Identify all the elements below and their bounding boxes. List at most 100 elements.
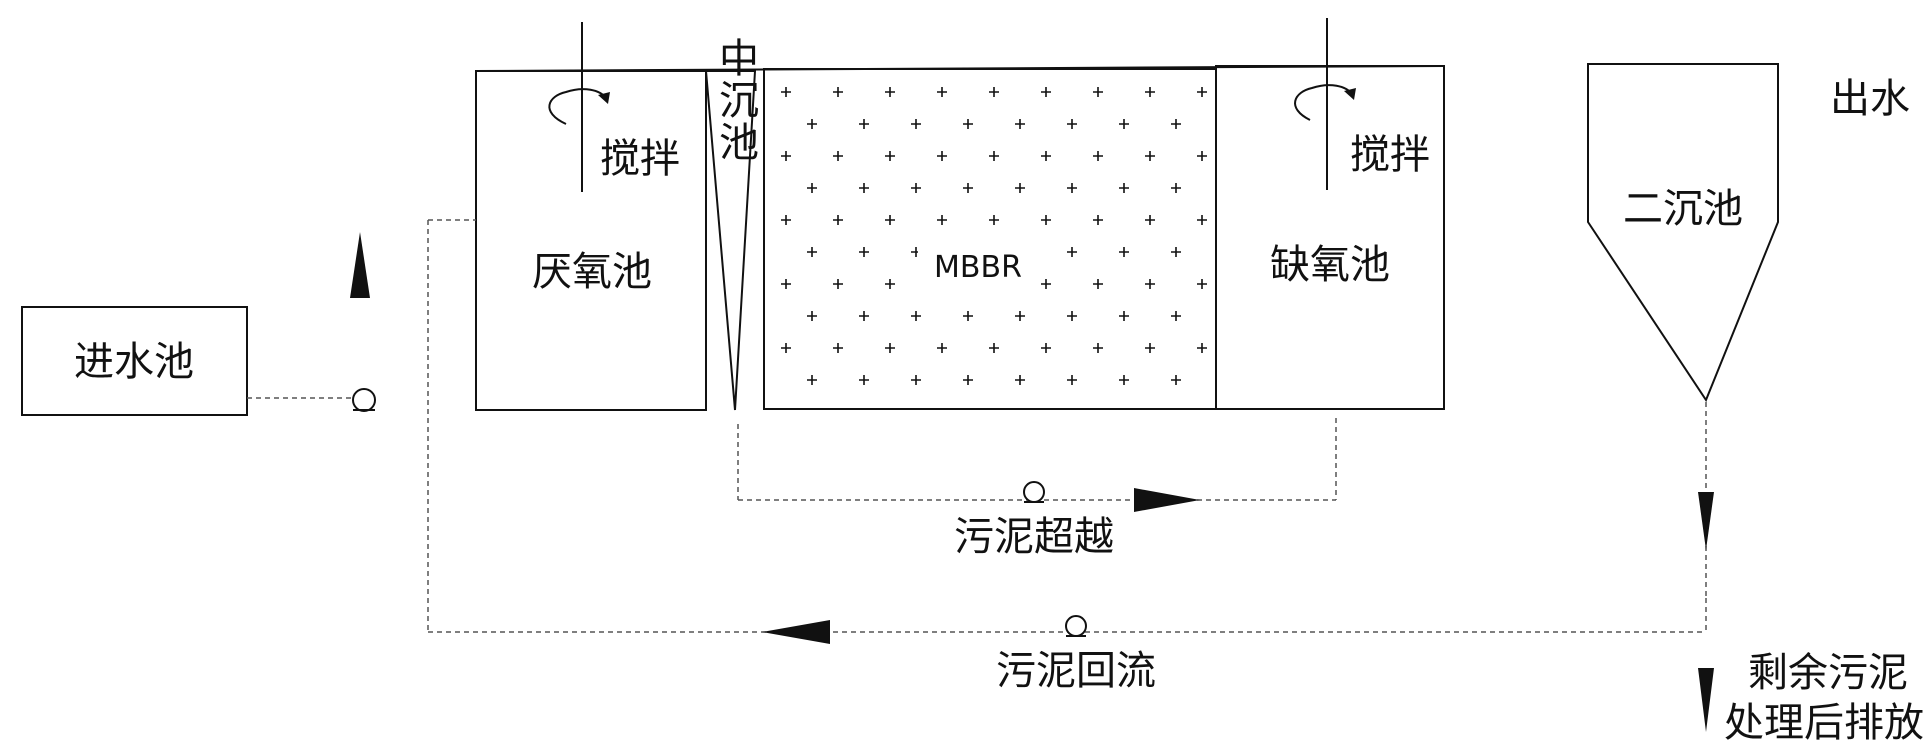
mbbr-carrier-mark (1067, 375, 1077, 385)
mbbr-carrier-mark (885, 87, 895, 97)
mbbr-carrier-mark (963, 375, 973, 385)
mbbr-carrier-mark (1171, 311, 1181, 321)
bypass-pump-icon (1023, 481, 1045, 503)
mbbr-carrier-mark (1067, 183, 1077, 193)
mbbr-carrier-mark (1041, 279, 1051, 289)
left-stirrer-rotation-icon (548, 88, 607, 125)
excess-sludge-label-line1: 剩余污泥 (1748, 650, 1908, 696)
mbbr-carrier-mark (807, 375, 817, 385)
mbbr-carrier-mark (1145, 279, 1155, 289)
mbbr-carrier-mark (781, 215, 791, 225)
mbbr-carrier-mark (911, 375, 921, 385)
mbbr-carrier-mark (1119, 311, 1129, 321)
right-stir-label: 搅拌 (1350, 132, 1430, 178)
mbbr-carrier-mark (1067, 311, 1077, 321)
left-stir-label: 搅拌 (600, 136, 680, 182)
anaerobic-tank-label: 厌氧池 (532, 249, 652, 295)
mbbr-carrier-mark (1145, 87, 1155, 97)
mbbr-carrier-mark (1093, 279, 1103, 289)
right-stirrer-rotation-icon (1294, 84, 1353, 121)
mbbr-carrier-mark (937, 151, 947, 161)
mbbr-carrier-mark (989, 343, 999, 353)
mbbr-carrier-mark (1041, 215, 1051, 225)
mbbr-media-carriers (781, 87, 1207, 385)
mbbr-carrier-mark (911, 119, 921, 129)
inlet-tank-box (21, 306, 248, 416)
mbbr-carrier-mark (807, 183, 817, 193)
mbbr-carrier-mark (989, 151, 999, 161)
mbbr-carrier-mark (1041, 343, 1051, 353)
mbbr-carrier-mark (1171, 375, 1181, 385)
return-pump-icon (1065, 615, 1087, 637)
mbbr-carrier-mark (1119, 183, 1129, 193)
mbbr-carrier-mark (1093, 151, 1103, 161)
mbbr-carrier-mark (885, 151, 895, 161)
mbbr-carrier-mark (1119, 247, 1129, 257)
mbbr-carrier-mark (859, 375, 869, 385)
mbbr-carrier-mark (937, 343, 947, 353)
mbbr-carrier-mark (1171, 119, 1181, 129)
mbbr-carrier-mark (937, 215, 947, 225)
mbbr-carrier-mark (911, 311, 921, 321)
mbbr-carrier-mark (911, 183, 921, 193)
clarifier-helper (1588, 64, 1778, 400)
mbbr-carrier-mark (937, 87, 947, 97)
mbbr-carrier-mark (1041, 87, 1051, 97)
mbbr-carrier-mark (963, 119, 973, 129)
mbbr-carrier-mark (1145, 343, 1155, 353)
mbbr-carrier-mark (1145, 215, 1155, 225)
mbbr-carrier-mark (1067, 247, 1077, 257)
mbbr-carrier-mark (833, 279, 843, 289)
secondary-clarifier-label: 二沉池 (1623, 186, 1743, 232)
mbbr-carrier-mark (781, 87, 791, 97)
right-stirrer-arrowhead-icon (1344, 88, 1356, 100)
left-stirrer-arrowhead-icon (598, 92, 610, 104)
mbbr-carrier-mark (1067, 119, 1077, 129)
anaerobic-tank-box (475, 70, 707, 411)
mbbr-label: MBBR (934, 250, 1022, 285)
up-flow-arrow-icon (350, 232, 370, 298)
underflow-arrow-icon (1698, 492, 1714, 550)
mbbr-carrier-mark (1197, 215, 1207, 225)
outlet-label: 出水 (1830, 76, 1910, 122)
mbbr-carrier-mark (1093, 215, 1103, 225)
mbbr-carrier-mark (885, 279, 895, 289)
mbbr-label-backdrop (918, 240, 1038, 292)
mbbr-carrier-mark (989, 87, 999, 97)
mbbr-carrier-mark (1015, 183, 1025, 193)
inlet-tank-label: 进水池 (74, 339, 194, 385)
anoxic-tank-box (1215, 65, 1445, 410)
excess-sludge-arrow-icon (1698, 668, 1714, 732)
mbbr-carrier-mark (833, 343, 843, 353)
mbbr-carrier-mark (1197, 343, 1207, 353)
mbbr-carrier-mark (807, 119, 817, 129)
mbbr-carrier-mark (833, 87, 843, 97)
mbbr-carrier-mark (781, 151, 791, 161)
mbbr-carrier-mark (963, 311, 973, 321)
mbbr-carrier-mark (859, 119, 869, 129)
mbbr-carrier-mark (1015, 311, 1025, 321)
mbbr-carrier-mark (859, 247, 869, 257)
sludge-return-label: 污泥回流 (996, 648, 1156, 694)
mbbr-carrier-mark (1093, 87, 1103, 97)
mid-settling-tank-shape (705, 70, 757, 411)
secondary-clarifier-shape (1587, 63, 1779, 403)
mbbr-carrier-mark (1119, 375, 1129, 385)
mbbr-box (763, 68, 1217, 410)
mbbr-carrier-mark (1171, 247, 1181, 257)
bypass-flow-arrow-icon (1134, 488, 1200, 512)
mbbr-carrier-mark (989, 215, 999, 225)
anoxic-tank-label: 缺氧池 (1270, 242, 1390, 288)
mbbr-carrier-mark (885, 343, 895, 353)
mbbr-carrier-mark (885, 215, 895, 225)
mbbr-carrier-mark (833, 151, 843, 161)
mbbr-carrier-mark (1093, 343, 1103, 353)
return-flow-arrow-icon (762, 620, 830, 644)
mbbr-carrier-mark (1145, 151, 1155, 161)
mid-settling-tank-label: 中沉池 (712, 37, 758, 163)
mbbr-carrier-mark (1197, 87, 1207, 97)
excess-sludge-label-line2: 处理后排放 (1724, 700, 1924, 746)
mbbr-carrier-mark (807, 311, 817, 321)
mbbr-carrier-mark (1197, 151, 1207, 161)
